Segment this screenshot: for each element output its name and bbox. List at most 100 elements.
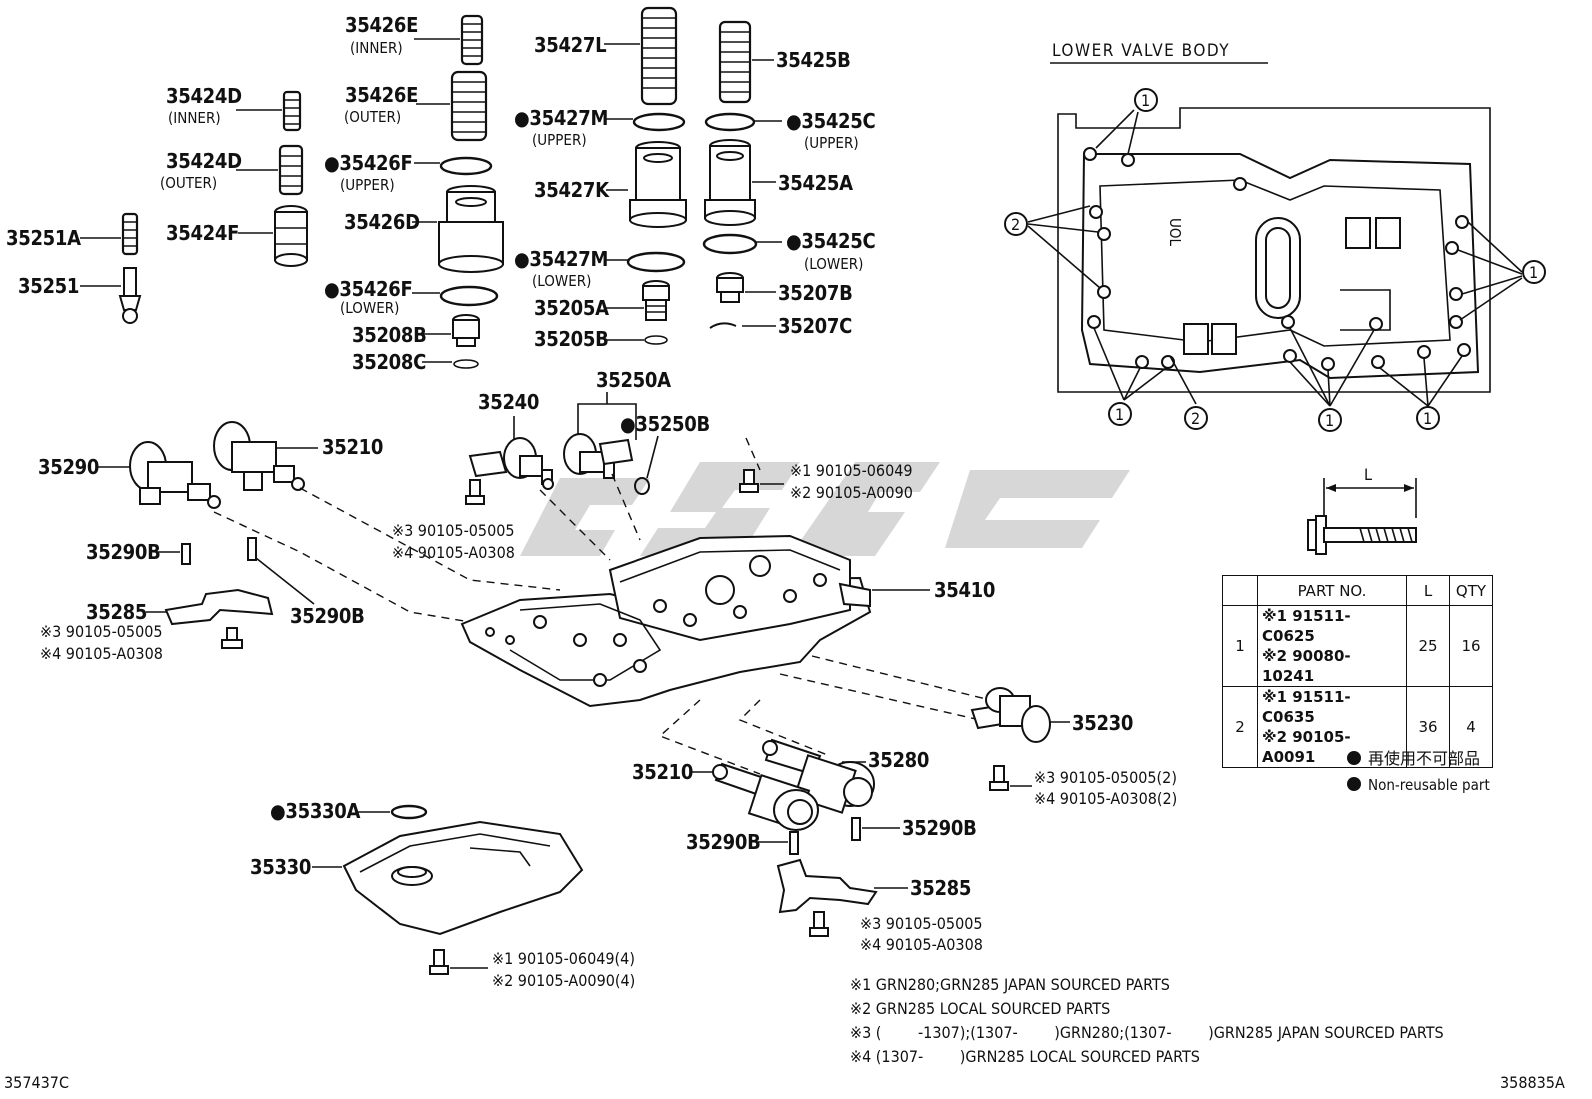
part-number-2: ※2 90105-A0091	[1262, 728, 1351, 766]
legend-en: Non-reusable part	[1368, 776, 1490, 794]
label-35427M-lower-sub: (LOWER)	[532, 272, 591, 290]
callout-1-c	[1108, 402, 1132, 426]
label-35425B: 35425B	[776, 48, 851, 72]
note-3: ※3 ( -1307);(1307- )GRN280;(1307- )GRN28…	[850, 1023, 1444, 1042]
label-35290: 35290	[38, 455, 99, 479]
oring-35425C-upper	[704, 112, 756, 132]
label-35330: 35330	[250, 855, 311, 879]
plug-35205A	[642, 280, 670, 321]
bracket-35285-a	[164, 588, 274, 626]
solenoid-35210-bottom	[712, 762, 819, 831]
callout-1-b	[1522, 260, 1546, 284]
label-35290B-a: 35290B	[86, 540, 161, 564]
assembly-lines	[213, 437, 991, 775]
section-title: LOWER VALVE BODY	[1052, 41, 1230, 61]
callout-2-b-text: 2	[1191, 409, 1200, 428]
ref-c2: ※4 90105-A0308	[40, 644, 163, 663]
col-idx	[1222, 575, 1258, 606]
row-part-numbers: ※1 91511-C0625 ※2 90080-10241	[1257, 605, 1407, 687]
spring-35251A	[121, 212, 139, 256]
bolt-ref-c-icon	[221, 627, 243, 649]
label-35426E-outer-sub: (OUTER)	[344, 108, 401, 126]
label-35427M-upper: ●35427M	[514, 106, 608, 130]
clip-35207C	[709, 322, 737, 329]
clip-35208C	[453, 359, 479, 369]
ref-f1: ※1 90105-06049(4)	[492, 949, 635, 968]
part-number-1: ※1 91511-C0625	[1262, 607, 1351, 645]
ref-d1: ※3 90105-05005(2)	[1034, 768, 1177, 787]
bolt-length-diagram	[1307, 478, 1417, 555]
label-35424D-outer: 35424D	[166, 149, 242, 173]
pin-35290B-a	[181, 543, 191, 565]
label-35210-bottom: 35210	[632, 760, 693, 784]
label-35410: 35410	[934, 578, 995, 602]
label-35230: 35230	[1072, 711, 1133, 735]
solenoid-35230	[970, 687, 1051, 743]
table-row: 1 ※1 91511-C0625 ※2 90080-10241 25 16	[1222, 605, 1493, 687]
label-35290B-d: 35290B	[902, 816, 977, 840]
label-35426E-outer: 35426E	[345, 83, 418, 107]
label-35290B-b: 35290B	[290, 604, 365, 628]
label-35208C: 35208C	[352, 350, 426, 374]
bolt-ref-f-icon	[429, 949, 449, 975]
col-length: L	[1406, 575, 1450, 606]
label-35240: 35240	[478, 390, 539, 414]
solenoid-35280	[762, 738, 875, 814]
callout-group	[1027, 109, 1523, 407]
oring-35427M-upper	[632, 112, 686, 132]
row-length: 36	[1406, 686, 1450, 768]
label-35280: 35280	[868, 748, 929, 772]
plug-35207B	[716, 272, 744, 303]
label-35205B: 35205B	[534, 327, 609, 351]
callout-2-b	[1184, 406, 1208, 430]
oring-35426F-lower	[439, 285, 499, 307]
label-35427L: 35427L	[534, 33, 606, 57]
part-number-1: ※1 91511-C0635	[1262, 688, 1351, 726]
bolt-ref-d-icon	[989, 765, 1009, 791]
bolt-ref-a-icon	[739, 469, 759, 493]
label-35425C-lower-sub: (LOWER)	[804, 255, 863, 273]
ref-b2: ※4 90105-A0308	[392, 543, 515, 562]
sleeve-35427K	[629, 141, 687, 228]
label-35207C: 35207C	[778, 314, 852, 338]
solenoid-35240	[468, 437, 554, 490]
spring-35426E-inner	[460, 14, 484, 66]
label-35251A: 35251A	[6, 226, 81, 250]
spring-35424D-outer	[278, 144, 304, 196]
ref-a1: ※1 90105-06049	[790, 461, 913, 480]
pin-35290B-c	[789, 831, 799, 855]
ref-d2: ※4 90105-A0308(2)	[1034, 789, 1177, 808]
callout-1-b-text: 1	[1529, 263, 1538, 282]
part-number-2: ※2 90080-10241	[1262, 647, 1351, 685]
label-35285-a: 35285	[86, 600, 147, 624]
valve-body-35410	[460, 534, 872, 708]
spring-35424D-inner	[282, 90, 302, 132]
clip-35205B	[644, 335, 668, 345]
sleeve-35426D	[438, 185, 504, 273]
callout-1-c-text: 1	[1115, 405, 1124, 424]
label-35207B: 35207B	[778, 281, 853, 305]
bolt-table: PART NO. L QTY 1 ※1 91511-C0625 ※2 90080…	[1222, 575, 1493, 768]
table-row: 2 ※1 91511-C0635 ※2 90105-A0091 36 4	[1222, 686, 1493, 768]
row-length: 25	[1406, 605, 1450, 687]
length-label: L	[1364, 465, 1372, 484]
solenoid-35210-top	[213, 421, 305, 491]
lower-valve-body-inset: UOL	[1057, 107, 1491, 393]
spring-35425B	[718, 20, 752, 104]
non-reusable-dot-icon-2	[1347, 777, 1361, 791]
label-35330A: ●35330A	[270, 799, 361, 823]
callout-1-e	[1416, 406, 1440, 430]
bolt-ref-b-icon	[465, 479, 485, 505]
corner-code-left: 357437C	[4, 1073, 69, 1092]
oring-35425C-lower	[702, 233, 758, 255]
note-4: ※4 (1307- )GRN285 LOCAL SOURCED PARTS	[850, 1047, 1200, 1066]
callout-1-e-text: 1	[1423, 409, 1432, 428]
label-35424D-outer-sub: (OUTER)	[160, 174, 217, 192]
label-35424F: 35424F	[166, 221, 239, 245]
label-35426D: 35426D	[344, 210, 420, 234]
label-35424D-inner: 35424D	[166, 84, 242, 108]
bolt-ref-e-icon	[809, 911, 829, 937]
row-qty: 4	[1449, 686, 1493, 768]
valve-35251	[118, 267, 142, 324]
label-35425C-upper-sub: (UPPER)	[804, 134, 859, 152]
